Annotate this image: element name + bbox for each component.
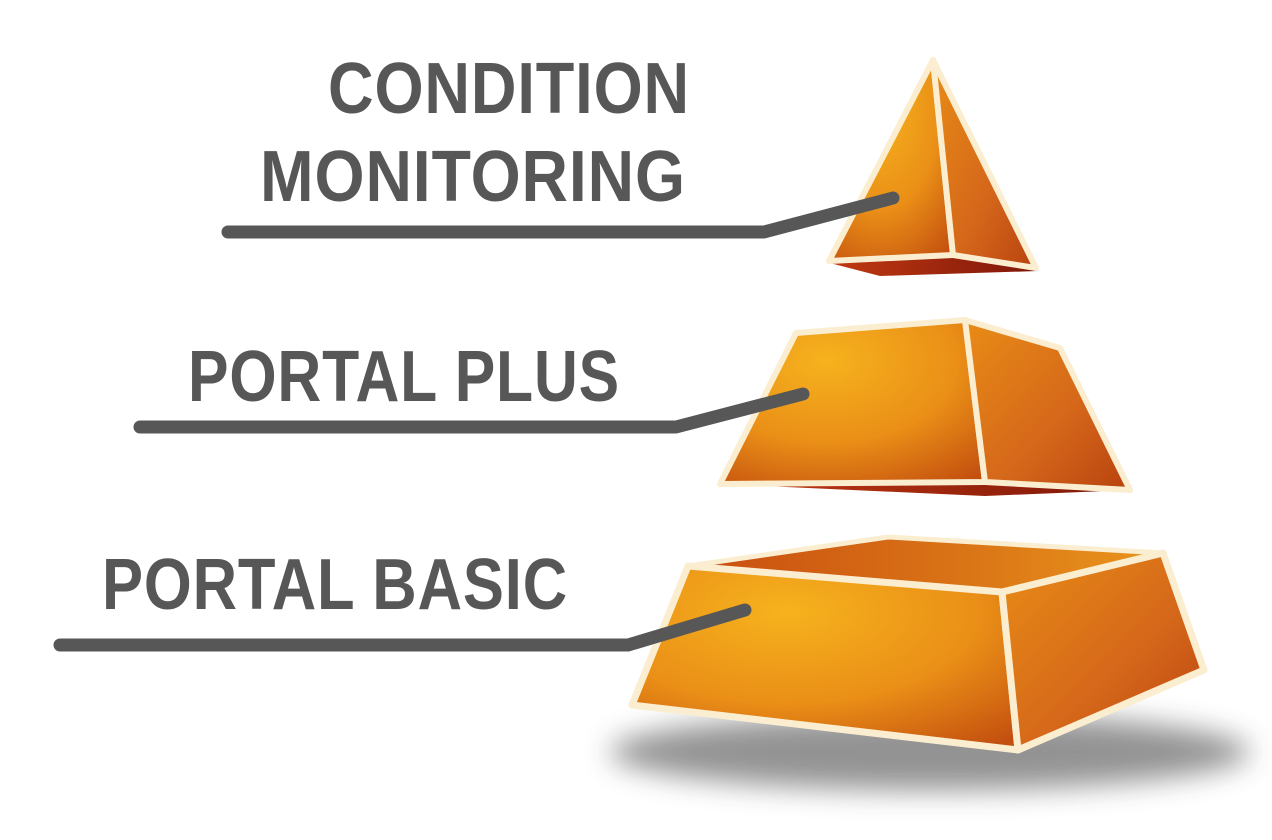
label-portal-basic: PORTAL BASIC xyxy=(102,545,568,625)
label-portal-plus: PORTAL PLUS xyxy=(188,337,620,417)
base-side-face xyxy=(998,549,1208,754)
base-shadow xyxy=(610,714,1250,790)
label-condition: CONDITION xyxy=(328,49,690,129)
leader-line-portal-basic xyxy=(53,603,752,652)
middle-block xyxy=(717,317,1133,496)
leader-line-portal-plus xyxy=(133,387,810,434)
middle-side-face xyxy=(962,317,1133,493)
top-side-face xyxy=(930,57,1039,271)
base-block xyxy=(628,534,1208,754)
leader-line-condition-monitoring xyxy=(221,191,900,239)
top-pyramid xyxy=(826,57,1039,276)
base-front-face xyxy=(628,562,1022,754)
label-monitoring: MONITORING xyxy=(260,137,686,217)
